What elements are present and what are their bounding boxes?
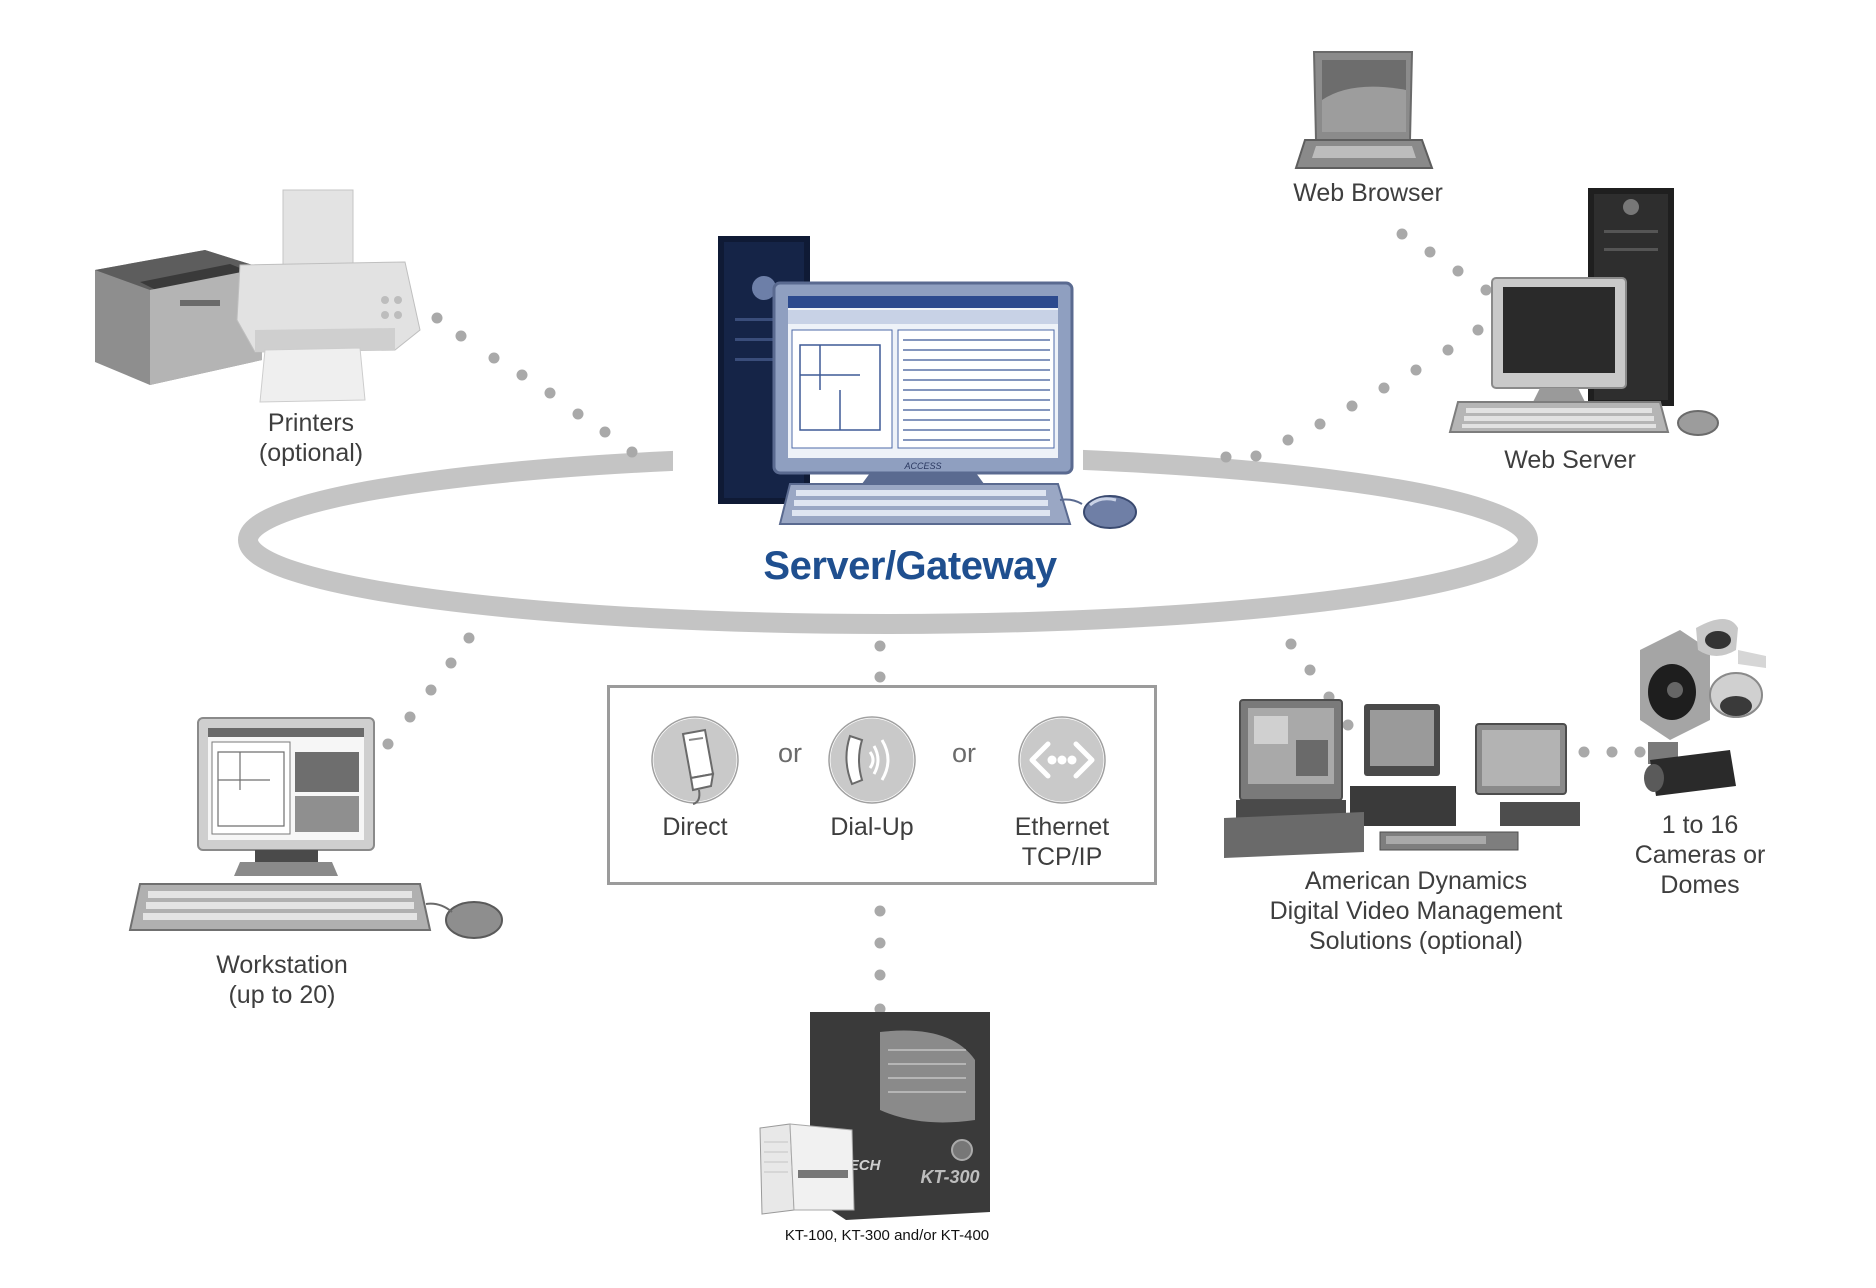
dotted-connectors: [382, 228, 1646, 1015]
box-top-connector: [874, 640, 886, 683]
printers-connector: [431, 312, 638, 458]
cameras-icon: [1640, 619, 1766, 796]
printers-label: Printers(optional): [258, 409, 364, 467]
controller-panels-icon: KT-300 TECH: [759, 1012, 990, 1220]
or-text-2: or: [952, 738, 977, 768]
web-server-label: Web Server: [1504, 446, 1636, 474]
box-bottom-connector: [874, 905, 886, 1015]
web-browser-label: Web Browser: [1293, 179, 1443, 207]
printers-icon: [95, 189, 421, 403]
controllers-label: KT-100, KT-300 and/or KT-400: [784, 1227, 990, 1244]
or-text-1: or: [778, 738, 803, 768]
direct-icon: [650, 715, 740, 805]
workstation-label: Workstation(up to 20): [216, 951, 348, 1009]
web-server-icon: [1448, 188, 1719, 436]
workstation-connector: [382, 632, 475, 750]
server-gateway-title: Server/Gateway: [763, 544, 1057, 588]
server-monitor-brand: ACCESS: [903, 461, 941, 471]
server-icon: ACCESS: [718, 236, 1137, 529]
web-browser-connector: [1396, 228, 1492, 296]
video-systems-icon: [1224, 699, 1580, 858]
dial-up-label: Dial-Up: [830, 813, 914, 841]
panel-label: KT-300: [920, 1167, 979, 1187]
dial-up-icon: [827, 715, 917, 805]
laptop-icon: [1294, 51, 1434, 169]
ethernet-icon: [1017, 715, 1107, 805]
direct-label: Direct: [662, 813, 728, 841]
web-server-connector: [1220, 324, 1484, 463]
workstation-icon: [128, 717, 503, 939]
